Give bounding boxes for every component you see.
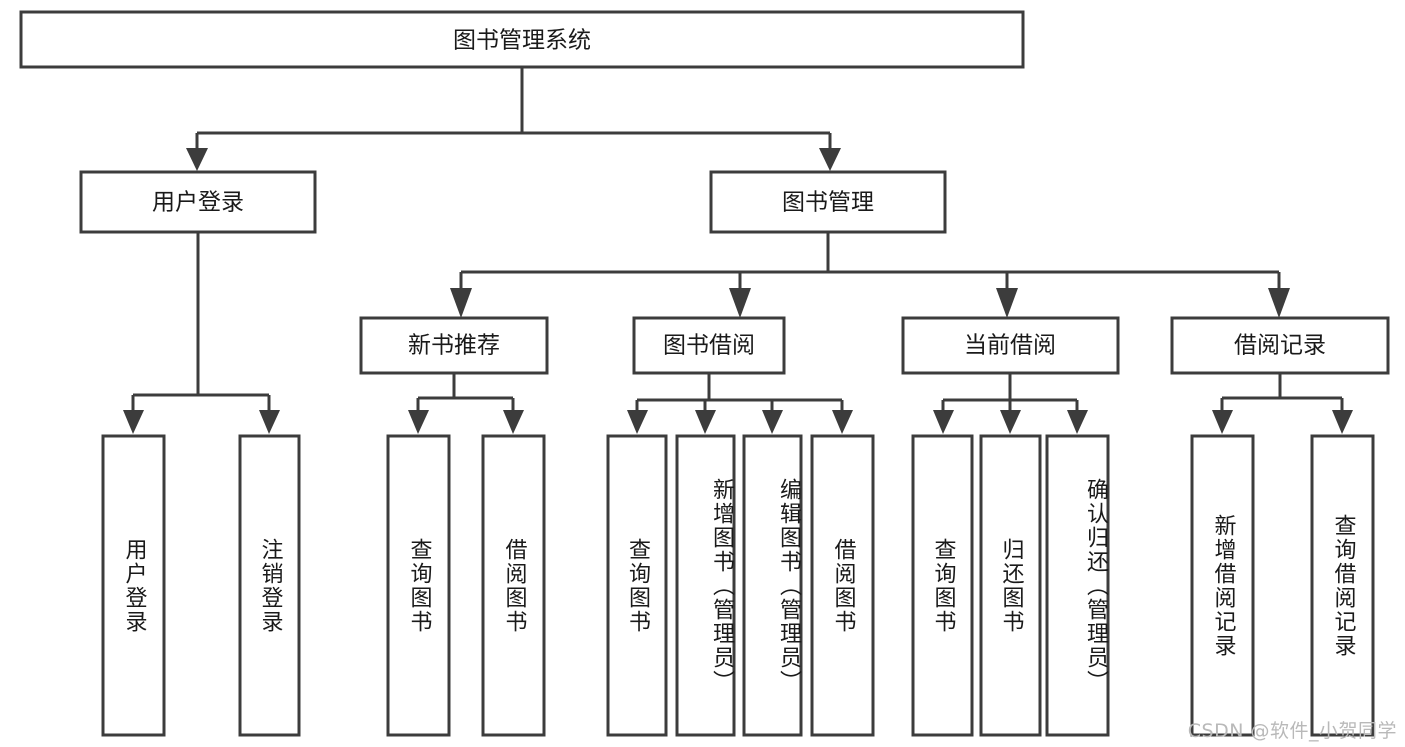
node-new-book-recommend[interactable]: 新书推荐 [359, 316, 549, 375]
user-login-label: 用户登录 [152, 190, 244, 216]
arrow-head-leaf-add-book [695, 410, 716, 434]
leaf-boxes [101, 434, 1375, 737]
leaf-return-book-box[interactable] [979, 434, 1042, 737]
node-root[interactable]: 图书管理系统 [19, 10, 1025, 69]
arrow-head-new-book-recommend [450, 288, 472, 318]
arrow-head-borrow-record [1268, 288, 1290, 318]
arrow-head-leaf-logout-login [259, 410, 280, 434]
node-current-borrow[interactable]: 当前借阅 [901, 316, 1120, 375]
leaf-add-book-box[interactable] [675, 434, 736, 737]
root-label: 图书管理系统 [453, 28, 591, 54]
arrow-head-leaf-query-book-3 [933, 410, 954, 434]
arrow-head-leaf-query-book-1 [408, 410, 429, 434]
arrow-head-leaf-query-record [1332, 410, 1353, 434]
connector-root-to-level2 [186, 67, 841, 171]
connector-book-manage-to-level3 [450, 232, 1290, 318]
arrow-head-leaf-return-book [1000, 410, 1021, 434]
connector-current-borrow-to-leaves [933, 373, 1088, 434]
new-book-recommend-label: 新书推荐 [408, 333, 500, 359]
book-borrow-label: 图书借阅 [663, 333, 755, 359]
user-login-box [79, 170, 317, 234]
root-box [19, 10, 1025, 69]
current-borrow-label: 当前借阅 [964, 333, 1056, 359]
leaf-logout-login-box[interactable] [238, 434, 301, 737]
new-book-recommend-box [359, 316, 549, 375]
arrow-head-current-borrow [996, 288, 1018, 318]
leaf-user-login-box[interactable] [101, 434, 166, 737]
leaf-confirm-return-box[interactable] [1045, 434, 1110, 737]
leaf-borrow-book-2-box[interactable] [810, 434, 875, 737]
arrow-head-leaf-borrow-book-1 [503, 410, 524, 434]
node-book-borrow[interactable]: 图书借阅 [632, 316, 786, 375]
leaf-query-book-2-box[interactable] [606, 434, 668, 737]
arrow-head-leaf-user-login [123, 410, 144, 434]
arrow-head-leaf-borrow-book-2 [832, 410, 853, 434]
leaf-add-record-box[interactable] [1190, 434, 1255, 737]
arrow-head-leaf-query-book-2 [627, 410, 648, 434]
leaf-query-book-1-box[interactable] [386, 434, 451, 737]
leaf-query-record-box[interactable] [1310, 434, 1375, 737]
borrow-record-label: 借阅记录 [1234, 333, 1326, 359]
connector-new-book-recommend-to-leaves [408, 373, 524, 434]
arrow-head-book-borrow [729, 288, 751, 318]
leaf-query-book-3-box[interactable] [911, 434, 974, 737]
node-borrow-record[interactable]: 借阅记录 [1170, 316, 1390, 375]
arrow-head-user-login [186, 148, 208, 171]
arrow-head-book-manage [819, 148, 841, 171]
arrow-head-leaf-confirm-return [1067, 410, 1088, 434]
arrow-head-leaf-add-record [1212, 410, 1233, 434]
connector-book-borrow-to-leaves [627, 373, 853, 434]
node-book-manage[interactable]: 图书管理 [709, 170, 947, 234]
current-borrow-box [901, 316, 1120, 375]
book-manage-label: 图书管理 [782, 190, 874, 216]
leaf-edit-book-box[interactable] [742, 434, 803, 737]
csdn-watermark: CSDN @软件_小贺同学 [1187, 720, 1397, 742]
connector-user-login-to-leaves [123, 232, 280, 434]
connector-borrow-record-to-leaves [1212, 373, 1353, 434]
node-user-login[interactable]: 用户登录 [79, 170, 317, 234]
leaf-borrow-book-1-box[interactable] [481, 434, 546, 737]
arrow-head-leaf-edit-book [762, 410, 783, 434]
